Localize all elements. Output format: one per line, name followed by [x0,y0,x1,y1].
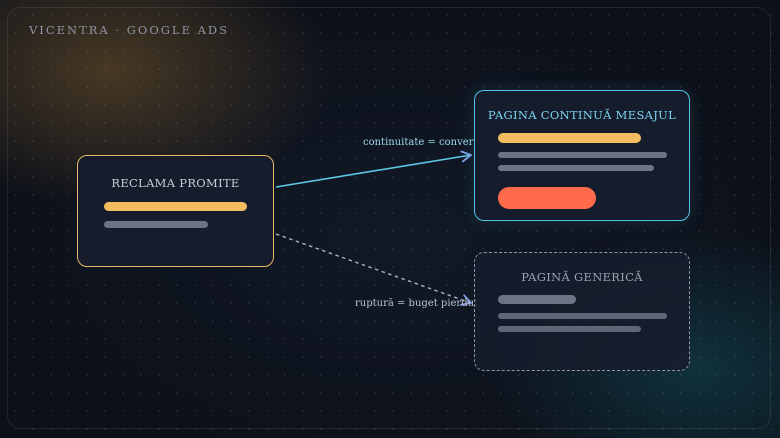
ad-card-title: RECLAMA PROMITE [111,176,240,190]
rupture-label: ruptură = buget pierdut [355,298,479,309]
ad-promise-card: RECLAMA PROMITE [77,155,274,267]
generic-page-card: PAGINĂ GENERICĂ [474,252,690,371]
continuation-text-bar-2 [498,165,654,171]
continuity-label: continuitate = conversie [363,137,488,148]
ad-text-bar [104,221,208,228]
generic-card-title: PAGINĂ GENERICĂ [521,270,643,284]
cta-button-shape [498,187,596,209]
rupture-arrow [275,233,472,306]
brand-label: VICENTRA · GOOGLE ADS [29,23,230,37]
continuation-card-title: PAGINA CONTINUĂ MESAJUL [487,108,677,122]
continuity-arrow [275,150,472,188]
continuation-page-card: PAGINA CONTINUĂ MESAJUL [474,90,690,221]
canvas-frame [7,7,771,429]
generic-text-bar-1 [498,313,667,319]
generic-headline-bar [498,295,576,304]
continuation-text-bar-1 [498,152,667,158]
continuation-headline-bar [498,133,641,143]
generic-text-bar-2 [498,326,641,332]
ad-headline-bar [104,202,247,211]
